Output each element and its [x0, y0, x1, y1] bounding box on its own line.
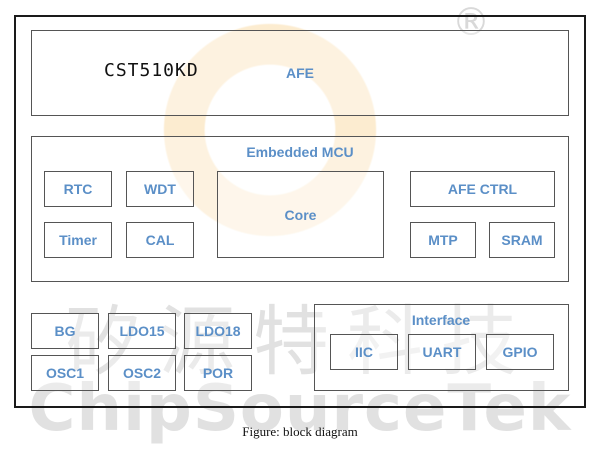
iic-block: IIC — [330, 334, 398, 370]
watermark-cn-text: 矽源特科技 — [65, 297, 535, 386]
timer-block: Timer — [44, 222, 112, 258]
ldo18-block: LDO18 — [184, 313, 252, 349]
rtc-block: RTC — [44, 171, 112, 207]
block-diagram-frame — [14, 15, 586, 408]
figure-caption: Figure: block diagram — [242, 424, 358, 439]
osc2-block: OSC2 — [108, 355, 176, 391]
bg-block: BG — [31, 313, 99, 349]
afe-label: AFE — [286, 65, 314, 81]
por-block: POR — [184, 355, 252, 391]
gpio-block: GPIO — [486, 334, 554, 370]
afe-ctrl-block: AFE CTRL — [410, 171, 555, 207]
afe-section — [31, 30, 569, 116]
mtp-block: MTP — [410, 222, 476, 258]
osc1-block: OSC1 — [31, 355, 99, 391]
watermark-en-text: ChipSourceTek — [28, 372, 572, 446]
interface-section — [314, 304, 569, 391]
embedded-mcu-title: Embedded MCU — [246, 144, 354, 160]
watermark-registered-mark: ® — [452, 0, 490, 44]
uart-block: UART — [408, 334, 476, 370]
core-block: Core — [217, 171, 384, 258]
ldo15-block: LDO15 — [108, 313, 176, 349]
sram-block: SRAM — [489, 222, 555, 258]
interface-title: Interface — [411, 312, 471, 328]
chip-name: CST510KD — [104, 60, 199, 81]
cal-block: CAL — [126, 222, 194, 258]
wdt-block: WDT — [126, 171, 194, 207]
